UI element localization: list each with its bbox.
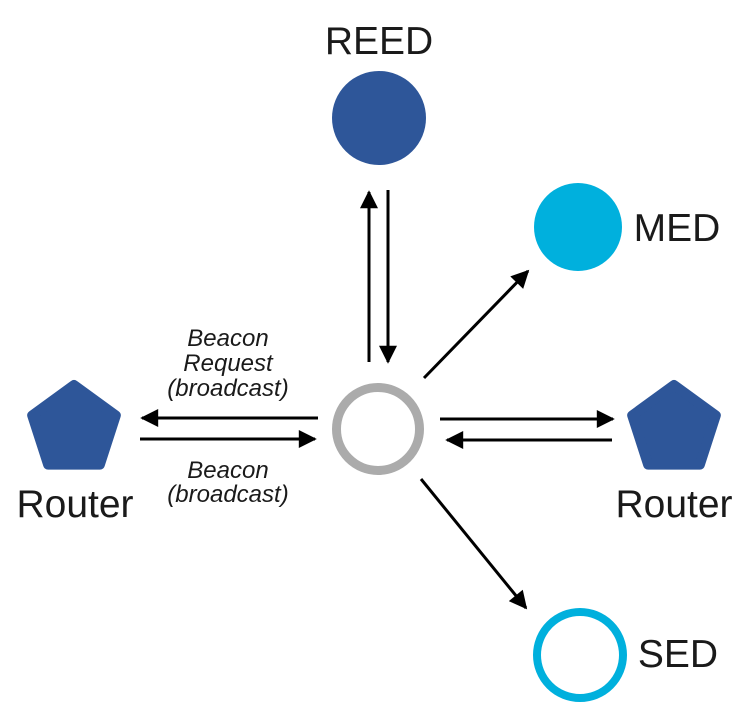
sed-node-circle-icon <box>533 608 627 702</box>
router-left-pentagon-icon <box>27 380 121 470</box>
node-labels: REED MED Router Router SED <box>16 20 732 676</box>
center-node-circle-icon <box>332 383 424 475</box>
router-right-pentagon-icon <box>627 380 721 470</box>
reed-node-circle-icon <box>332 71 426 165</box>
beacon-request-label-line2: Request <box>183 350 274 377</box>
router-right-label: Router <box>615 483 732 526</box>
beacon-label-line1: Beacon <box>187 457 268 484</box>
beacon-request-label-line1: Beacon <box>187 325 268 352</box>
arrow-center-to-sed <box>419 478 528 610</box>
arrow-center-to-med <box>422 269 530 380</box>
med-label: MED <box>634 207 721 250</box>
sed-label: SED <box>638 633 718 676</box>
beacon-request-label-line3: (broadcast) <box>167 375 288 402</box>
reed-label: REED <box>325 20 433 63</box>
nodes <box>27 71 721 702</box>
med-node-circle-icon <box>534 183 622 271</box>
beacon-label-line2: (broadcast) <box>167 481 288 508</box>
router-left-label: Router <box>16 483 133 526</box>
edges <box>140 190 615 610</box>
edge-annotations: Beacon Request (broadcast) Beacon (broad… <box>167 325 288 508</box>
